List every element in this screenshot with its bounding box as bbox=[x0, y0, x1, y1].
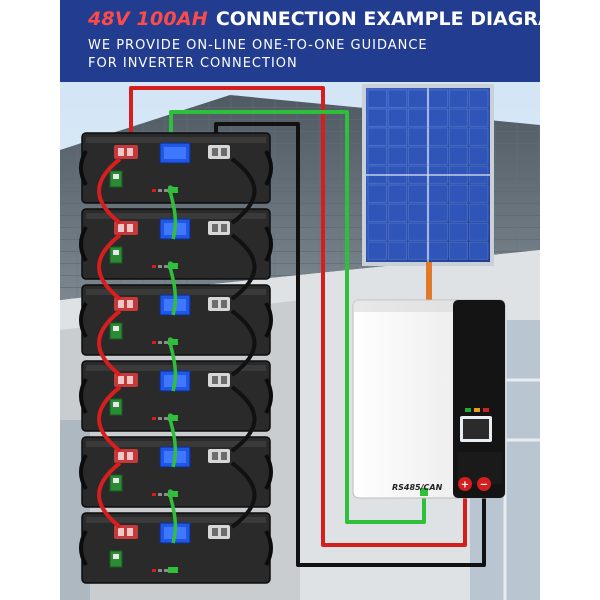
battery-handle-right bbox=[264, 149, 273, 187]
negative-jumper bbox=[230, 309, 257, 377]
battery-handle-right bbox=[264, 301, 273, 339]
positive-terminal-label: + bbox=[461, 480, 469, 491]
comm-jumper bbox=[167, 185, 178, 240]
battery-handle-right bbox=[264, 377, 273, 415]
comm-port bbox=[168, 263, 178, 269]
solar-panel bbox=[362, 84, 494, 300]
battery-stack bbox=[79, 132, 273, 584]
comm-port bbox=[168, 491, 178, 497]
positive-jumper bbox=[97, 233, 122, 301]
battery-module bbox=[79, 512, 273, 584]
comm-jumper bbox=[167, 489, 178, 544]
rs485-port bbox=[420, 488, 428, 496]
header-title-row: 48V 100AH CONNECTION EXAMPLE DIAGRAM bbox=[88, 8, 572, 30]
battery-handle-left bbox=[79, 377, 88, 415]
inverter-positive-terminal bbox=[458, 477, 472, 491]
header-banner bbox=[60, 0, 540, 82]
comm-port bbox=[168, 339, 178, 345]
comm-jumper bbox=[167, 413, 178, 468]
rs485-can-label: RS485/CAN bbox=[392, 483, 443, 492]
battery-handle-left bbox=[79, 301, 88, 339]
positive-jumper bbox=[97, 461, 122, 529]
negative-cable bbox=[214, 122, 486, 567]
negative-jumper bbox=[230, 385, 257, 453]
comm-port bbox=[168, 415, 178, 421]
comm-cable bbox=[169, 110, 426, 524]
positive-jumper bbox=[97, 309, 122, 377]
negative-terminal-label: − bbox=[480, 480, 488, 491]
battery-handle-left bbox=[79, 149, 88, 187]
battery-module bbox=[79, 132, 273, 204]
positive-jumper bbox=[97, 385, 122, 453]
comm-jumper bbox=[167, 261, 178, 316]
comm-jumper bbox=[167, 337, 178, 392]
diagram-title: CONNECTION EXAMPLE DIAGRAM bbox=[215, 8, 572, 30]
positive-cable bbox=[129, 86, 467, 547]
battery-handle-left bbox=[79, 453, 88, 491]
negative-jumper bbox=[230, 461, 257, 529]
subtitle-line-1: WE PROVIDE ON-LINE ONE-TO-ONE GUIDANCE bbox=[88, 38, 428, 53]
battery-handle-right bbox=[264, 225, 273, 263]
inverter-control-panel bbox=[453, 300, 505, 498]
negative-jumper bbox=[230, 233, 257, 301]
positive-jumper bbox=[97, 157, 122, 225]
subtitle-line-2: FOR INVERTER CONNECTION bbox=[88, 56, 298, 71]
negative-jumper bbox=[230, 157, 257, 225]
comm-port bbox=[168, 187, 178, 193]
inverter: + − bbox=[352, 299, 506, 499]
comm-port bbox=[168, 567, 178, 573]
model-label: 48V 100AH bbox=[88, 8, 208, 30]
solar-cable bbox=[426, 262, 432, 300]
battery-handle-left bbox=[79, 225, 88, 263]
inverter-negative-terminal bbox=[477, 477, 491, 491]
wiring bbox=[129, 86, 486, 567]
battery-handle-left bbox=[79, 529, 88, 567]
battery-handle-right bbox=[264, 453, 273, 491]
positive-terminal bbox=[114, 145, 138, 159]
battery-handle-right bbox=[264, 529, 273, 567]
